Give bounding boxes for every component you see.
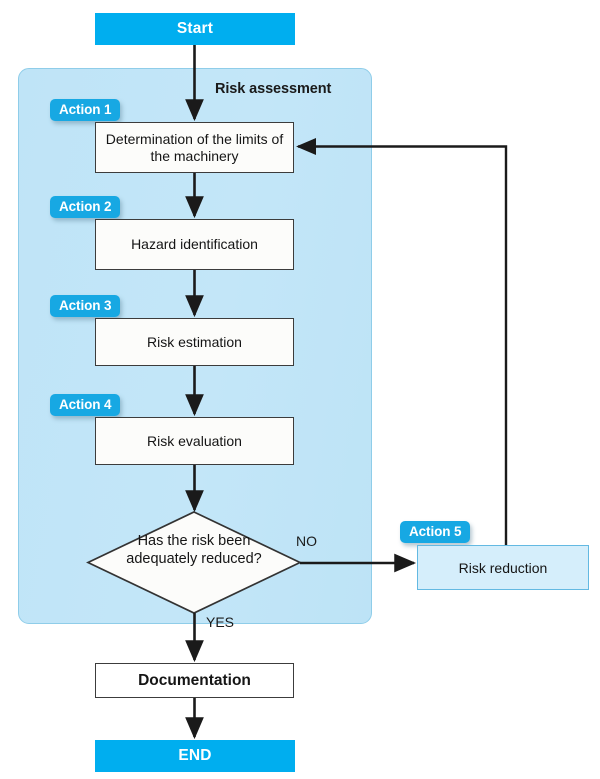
branch-label-no: NO	[296, 533, 317, 549]
step-risk-estimation[interactable]: Risk estimation	[95, 318, 294, 366]
step-risk-reduction[interactable]: Risk reduction	[417, 545, 589, 590]
decision-label: Has the risk been adequately reduced?	[126, 533, 262, 567]
step-determination-of-limits[interactable]: Determination of the limits of the machi…	[95, 122, 294, 173]
start-terminator[interactable]: Start	[95, 13, 295, 45]
step-risk-evaluation[interactable]: Risk evaluation	[95, 417, 294, 465]
step-documentation[interactable]: Documentation	[95, 663, 294, 698]
action-3-badge: Action 3	[50, 295, 121, 317]
end-terminator[interactable]: END	[95, 740, 295, 772]
step-hazard-identification[interactable]: Hazard identification	[95, 219, 294, 270]
branch-label-yes: YES	[206, 614, 235, 630]
action-1-badge: Action 1	[50, 99, 121, 121]
risk-assessment-group-label: Risk assessment	[215, 81, 332, 97]
action-2-badge: Action 2	[50, 196, 121, 218]
action-5-badge: Action 5	[400, 521, 471, 543]
action-4-badge: Action 4	[50, 394, 121, 416]
